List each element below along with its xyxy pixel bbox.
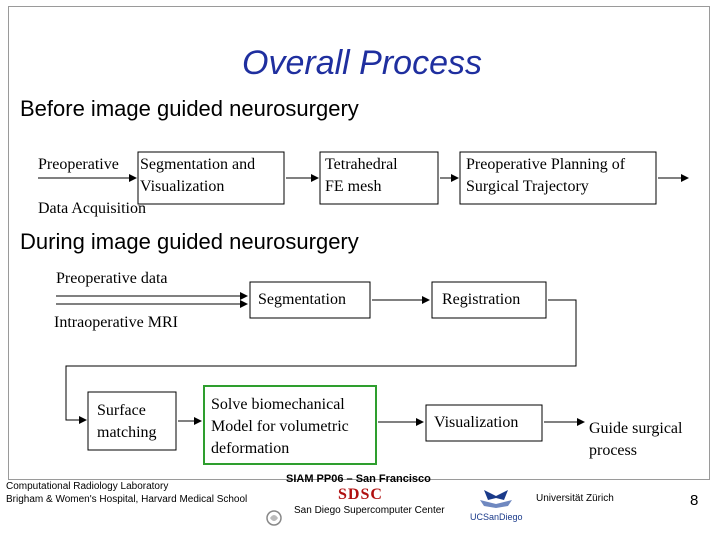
planning-label: Preoperative Planning of: [466, 156, 626, 173]
intraoperative-mri-label: Intraoperative MRI: [54, 314, 178, 331]
surgical-trajectory-label: Surgical Trajectory: [466, 178, 589, 195]
ucsd-emblem-icon: [480, 490, 512, 508]
crl-logo-icon: [266, 510, 282, 526]
sdsc-name: San Diego Supercomputer Center: [294, 505, 445, 516]
guide-surgical-label: Guide surgical: [589, 420, 683, 437]
slide-frame: [8, 6, 710, 480]
solve-line2: Model for volumetric: [211, 418, 349, 435]
data-acquisition-label: Data Acquisition: [38, 200, 146, 217]
visualization-step-label: Visualization: [434, 414, 519, 431]
preoperative-data-label: Preoperative data: [56, 270, 168, 287]
surface-matching-box: [87, 391, 177, 451]
fe-mesh-label: FE mesh: [325, 178, 382, 195]
sdsc-logo: SDSC: [338, 486, 383, 503]
solve-line3: deformation: [211, 440, 290, 457]
lab-name: Computational Radiology Laboratory: [6, 481, 169, 492]
segmentation-box: [249, 281, 371, 319]
segmentation-visualization-box: [137, 151, 285, 205]
conference-label: SIAM PP06 – San Francisco: [286, 473, 431, 485]
ucsd-logo-text: UCSanDiego: [470, 512, 523, 522]
university-label: Universität Zürich: [536, 493, 614, 504]
preoperative-planning-box: [459, 151, 657, 205]
section-heading-during: During image guided neurosurgery: [20, 229, 359, 254]
section-heading-before: Before image guided neurosurgery: [20, 96, 359, 121]
registration-box: [431, 281, 547, 319]
tetrahedral-label: Tetrahedral: [325, 156, 398, 173]
segmentation-label: Segmentation: [258, 291, 346, 308]
process-label: process: [589, 442, 637, 459]
lab-credit: Computational Radiology Laboratory Brigh…: [6, 480, 247, 506]
matching-label: matching: [97, 424, 157, 441]
visualization-box: [425, 404, 543, 442]
solve-line1: Solve biomechanical: [211, 396, 345, 413]
tetrahedral-mesh-box: [319, 151, 439, 205]
segmentation-and-label: Segmentation and: [140, 156, 256, 173]
preoperative-label: Preoperative: [38, 156, 119, 173]
visualization-label: Visualization: [140, 178, 225, 195]
arrow-registration-to-surface-matching: [65, 299, 577, 424]
solve-biomechanical-box: [203, 385, 377, 465]
page-number: 8: [690, 492, 699, 509]
registration-label: Registration: [442, 291, 521, 308]
lab-institution: Brigham & Women's Hospital, Harvard Medi…: [6, 494, 248, 505]
slide-title: Overall Process: [242, 44, 482, 82]
ucsd-logo: UCSanDiego: [470, 486, 523, 526]
surface-label: Surface: [97, 402, 146, 419]
